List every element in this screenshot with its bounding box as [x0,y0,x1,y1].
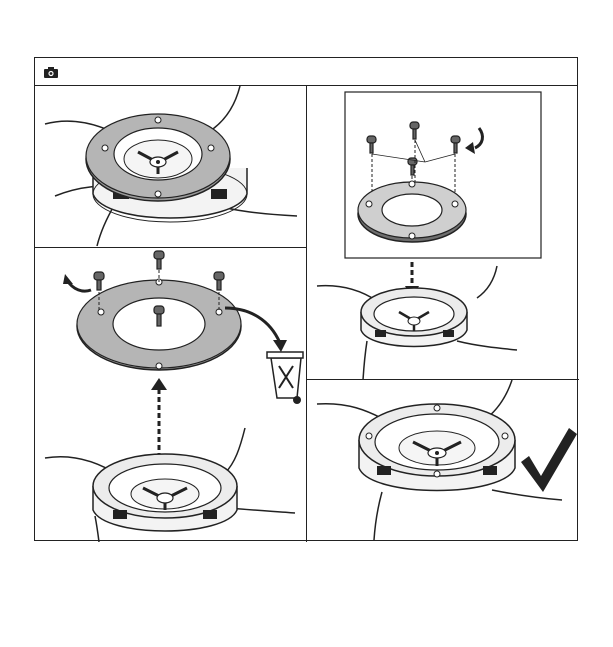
header-bar [35,58,577,86]
remove-ring-illustration [35,248,307,542]
trimmer-head-old-ring-illustration [35,86,307,248]
camera-icon [44,67,58,78]
panel-step-1 [35,86,307,248]
panel-step-3 [307,86,579,380]
panel-step-2 [35,248,307,542]
checkmark-icon [521,428,577,492]
assembled-head-illustration [307,380,579,542]
panel-step-4 [307,380,579,542]
fit-new-ring-illustration [307,86,579,380]
illustration-frame [34,57,578,541]
